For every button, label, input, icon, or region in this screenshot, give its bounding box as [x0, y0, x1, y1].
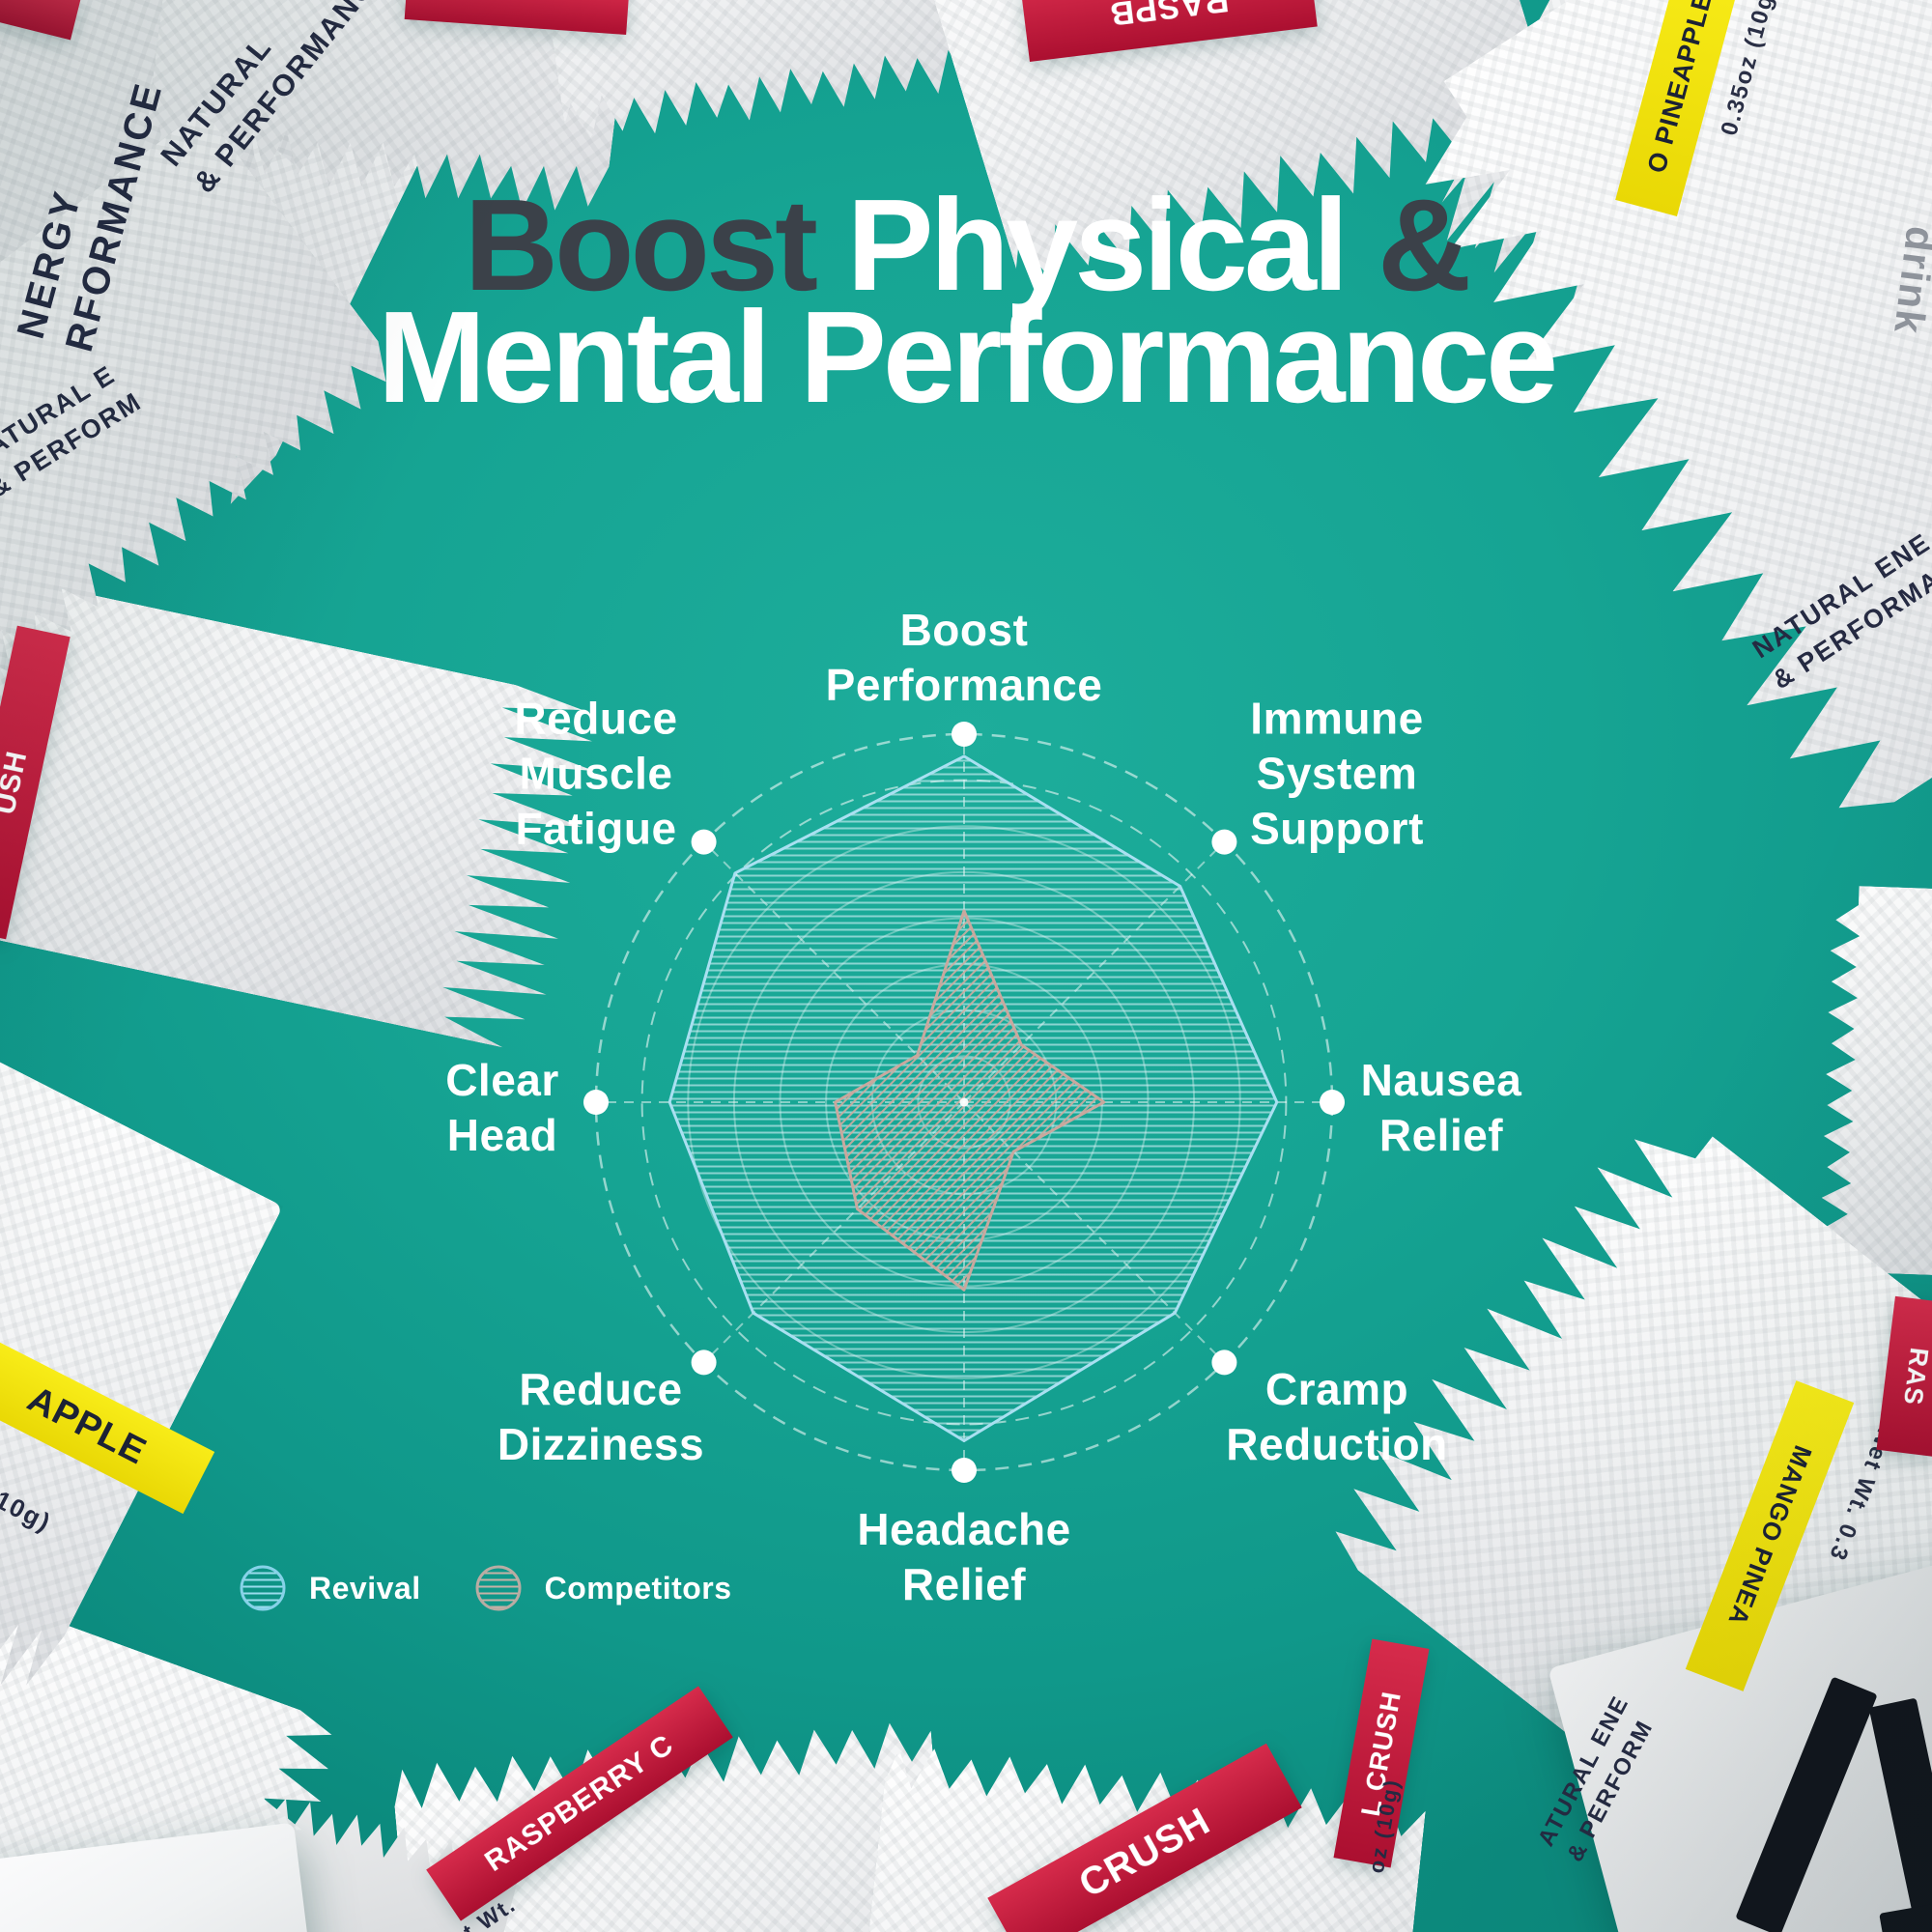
series-competitors-polygon	[834, 909, 1106, 1292]
axis-label-clear-head: Clear Head	[445, 1055, 559, 1160]
title-word-boost: Boost	[464, 172, 818, 318]
title-word-physical: Physical	[846, 172, 1350, 318]
axis-dot-0	[952, 722, 977, 747]
legend-label-competitors: Competitors	[544, 1570, 732, 1605]
legend-swatch-competitors-icon	[475, 1565, 522, 1611]
axis-dot-3	[1211, 1350, 1237, 1376]
axis-label-headache-relief: Headache Relief	[857, 1504, 1071, 1609]
axis-dot-1	[1211, 829, 1237, 855]
title-line-1: Boost Physical &	[0, 180, 1932, 310]
axis-label-nausea-relief: Nausea Relief	[1360, 1055, 1522, 1160]
title-ampersand: &	[1377, 172, 1471, 318]
legend-item-revival: Revival	[238, 1563, 421, 1613]
legend-label-revival: Revival	[309, 1570, 421, 1605]
axis-label-cramp-reduction: Cramp Reduction	[1226, 1364, 1448, 1469]
chart-legend: Revival Competitors	[238, 1563, 732, 1613]
legend-swatch-revival-icon	[240, 1565, 286, 1611]
axis-dot-4	[952, 1458, 977, 1483]
axis-dot-2	[1320, 1090, 1345, 1115]
center-dot	[959, 1097, 969, 1107]
axis-label-reduce-dizziness: Reduce Dizziness	[497, 1364, 705, 1469]
legend-item-competitors: Competitors	[473, 1563, 732, 1613]
axis-dot-6	[583, 1090, 609, 1115]
page-title: Boost Physical & Mental Performance	[0, 180, 1932, 430]
axis-dot-7	[691, 829, 717, 855]
title-line-2: Mental Performance	[377, 284, 1558, 430]
axis-label-boost-performance: Boost Performance	[825, 605, 1103, 710]
axis-label-reduce-muscle-fatigue: Reduce Muscle Fatigue	[514, 693, 678, 854]
axis-label-immune-system-support: Immune System Support	[1250, 693, 1424, 854]
axis-dot-5	[691, 1350, 717, 1376]
